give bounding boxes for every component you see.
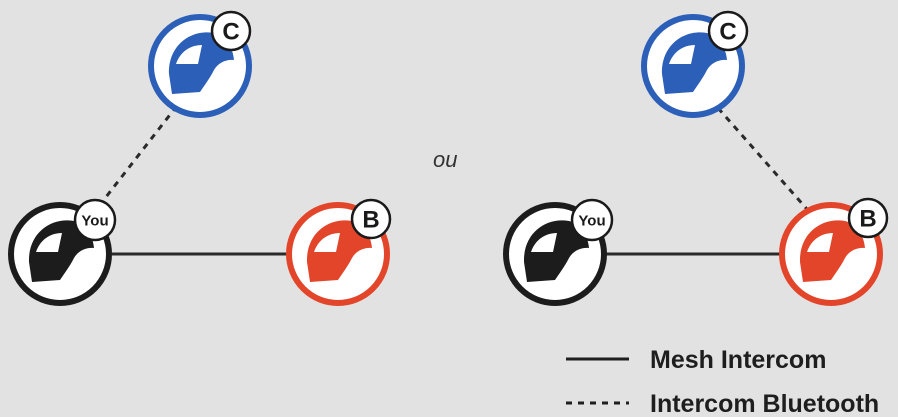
- legend-bluetooth-label: Intercom Bluetooth: [650, 390, 879, 417]
- legend: Mesh Intercom Intercom Bluetooth: [566, 346, 879, 417]
- helmet-icon: [661, 32, 727, 94]
- link-you-c-bluetooth: [90, 106, 178, 216]
- helmet-icon: [523, 220, 589, 282]
- badge-b-label: B: [859, 206, 876, 233]
- node-b-right: B: [779, 197, 889, 306]
- node-you-right: You: [503, 198, 614, 306]
- badge-c: C: [210, 10, 252, 52]
- badge-you-label: You: [578, 213, 605, 230]
- right-configuration: C You B: [503, 10, 889, 306]
- legend-item-mesh: Mesh Intercom: [566, 346, 826, 374]
- badge-you-label: You: [81, 213, 108, 230]
- badge-b-label: B: [362, 207, 379, 234]
- link-c-b-bluetooth: [716, 107, 815, 217]
- badge-c: C: [707, 10, 749, 52]
- legend-item-bluetooth: Intercom Bluetooth: [566, 390, 879, 417]
- badge-b: B: [847, 197, 889, 239]
- left-configuration: C You B: [8, 10, 392, 306]
- badge-you: You: [73, 198, 117, 242]
- separator-text: ou: [433, 147, 457, 172]
- legend-mesh-label: Mesh Intercom: [650, 346, 826, 374]
- badge-you: You: [570, 198, 614, 242]
- helmet-icon: [168, 32, 234, 94]
- badge-b: B: [350, 198, 392, 240]
- badge-c-label: C: [222, 19, 239, 46]
- helmet-icon: [306, 220, 372, 282]
- badge-c-label: C: [719, 19, 736, 46]
- node-c-left: C: [148, 10, 252, 118]
- helmet-icon: [28, 220, 95, 282]
- node-c-right: C: [641, 10, 749, 118]
- node-b-left: B: [286, 198, 392, 306]
- node-you-left: You: [8, 198, 117, 306]
- helmet-icon: [799, 220, 865, 282]
